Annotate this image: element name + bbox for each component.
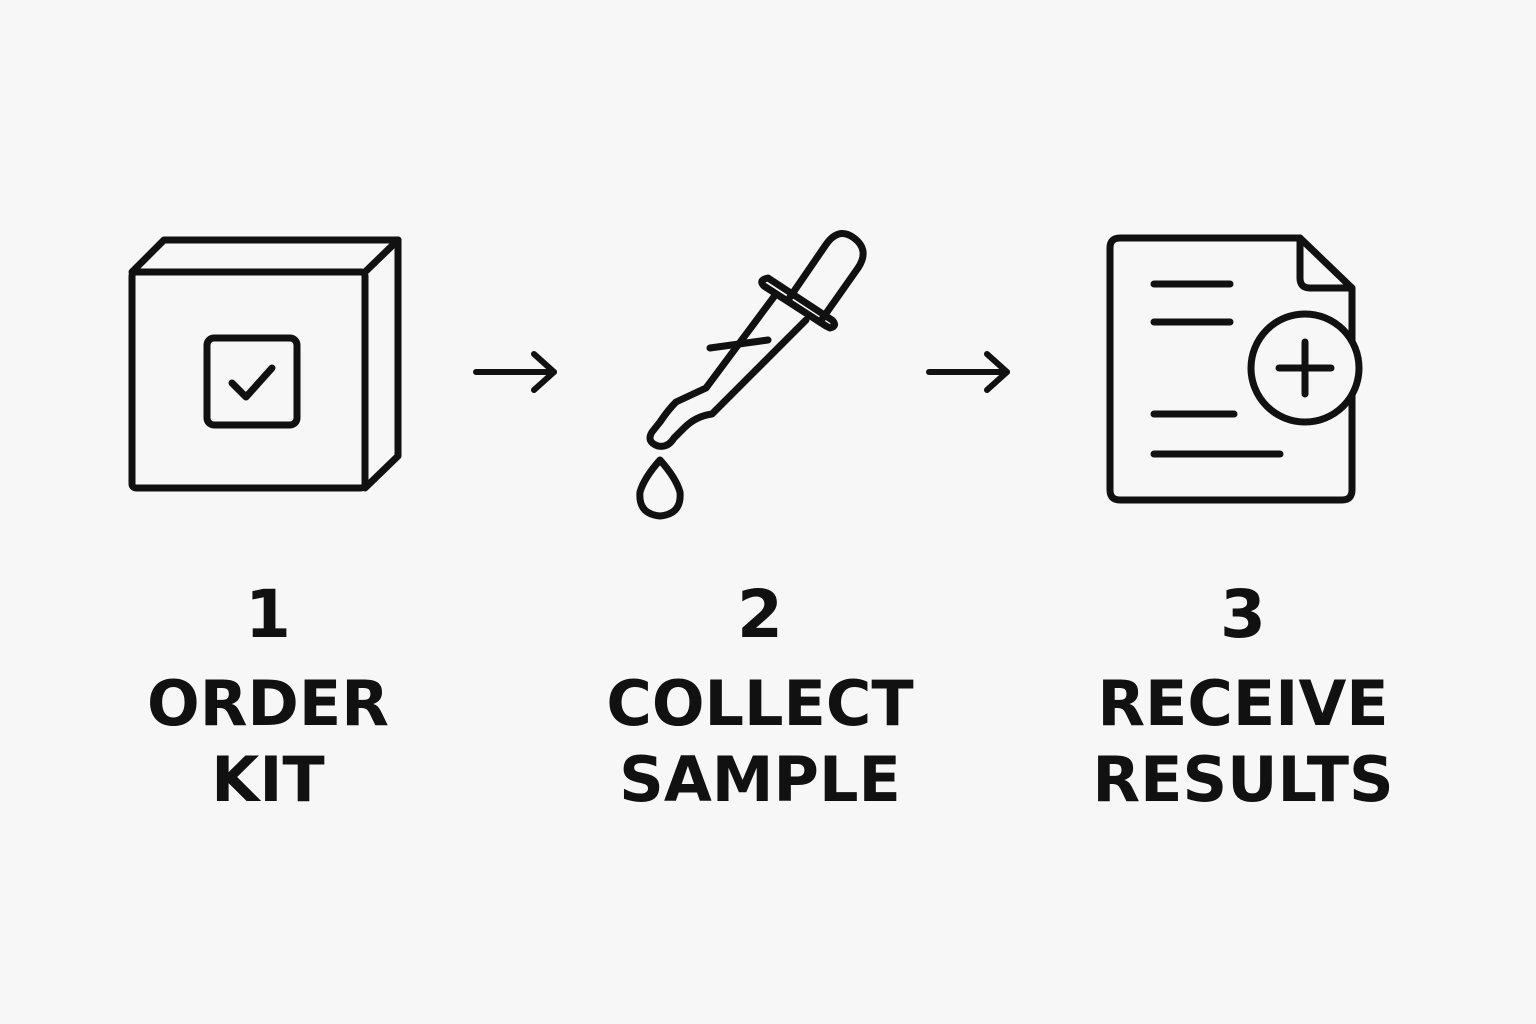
step-3-label: 3 RECEIVE RESULTS [1033, 582, 1453, 818]
dropper-icon [620, 210, 880, 530]
step-title-line-2: KIT [211, 743, 325, 816]
step-2-label: 2 COLLECT SAMPLE [550, 582, 970, 818]
drop-icon [636, 456, 684, 520]
step-title-line-1: RECEIVE [1097, 667, 1389, 740]
step-title-line-2: RESULTS [1092, 743, 1394, 816]
arrow-right-icon [470, 348, 562, 400]
step-title-line-2: SAMPLE [619, 743, 901, 816]
results-document-icon [1100, 226, 1370, 516]
step-number: 1 [245, 576, 291, 653]
step-number: 2 [737, 576, 783, 653]
step-title-line-1: ORDER [146, 667, 389, 740]
checkbox-icon [203, 334, 301, 429]
step-title-line-1: COLLECT [606, 667, 914, 740]
kit-box-icon [120, 228, 420, 508]
step-1-label: 1 ORDER KIT [58, 582, 478, 818]
step-number: 3 [1220, 576, 1266, 653]
arrow-right-icon [923, 348, 1015, 400]
